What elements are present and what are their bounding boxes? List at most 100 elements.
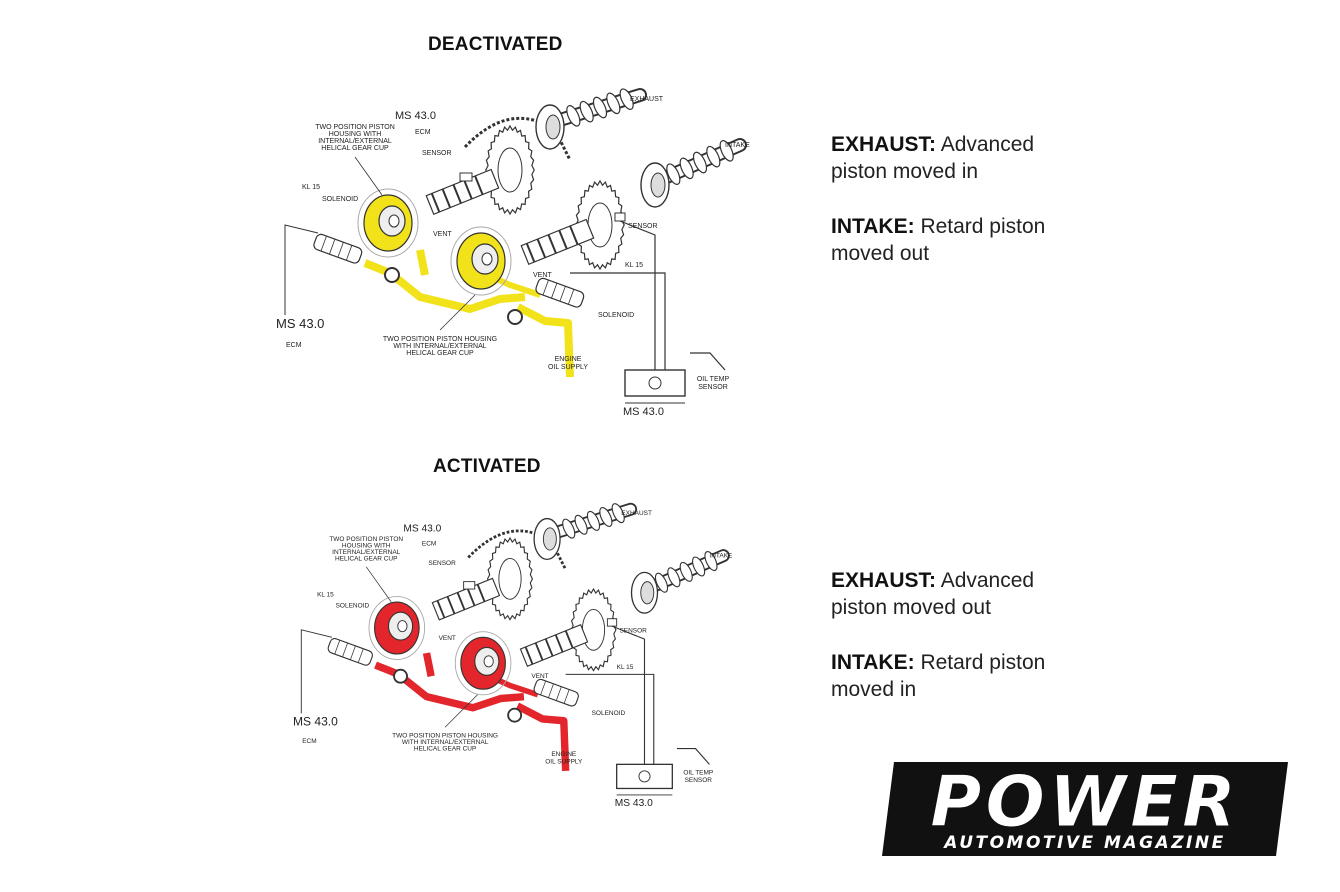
label-ms-left: MS 43.0	[276, 316, 324, 331]
label-sensor-a: SENSOR	[428, 560, 456, 567]
label-vent-a: VENT	[439, 635, 456, 642]
label-ecm-top: ECM	[415, 129, 431, 136]
roller-left	[393, 668, 408, 684]
sensor-b-shape	[614, 212, 626, 222]
label-solenoid-left: SOLENOID	[322, 196, 358, 203]
exhaust-camshaft	[553, 88, 647, 127]
label-ms-top: MS 43.0	[403, 524, 441, 535]
piston-housing-intake	[450, 226, 512, 296]
intake-sprocket	[570, 587, 617, 672]
panel-title-activated: ACTIVATED	[433, 456, 541, 477]
solenoid-left	[327, 638, 373, 666]
exhaust-camshaft	[549, 502, 638, 539]
solenoid-right	[535, 277, 585, 308]
sensor-a-shape	[459, 172, 473, 182]
panel-title-deactivated: DEACTIVATED	[428, 34, 563, 55]
piston-housing-exhaust	[357, 188, 419, 258]
label-vent-b: VENT	[531, 673, 548, 680]
label-exhaust: EXHAUST	[621, 510, 652, 517]
label-intake: INTAKE	[725, 142, 750, 149]
exhaust-flange	[533, 517, 561, 561]
solenoid-right	[533, 678, 579, 707]
label-vent-a: VENT	[433, 231, 452, 238]
leader-piston-bottom	[439, 294, 476, 331]
wire-sensor-b	[619, 220, 656, 370]
exhaust-flange	[535, 104, 565, 150]
label-ms-left: MS 43.0	[293, 714, 338, 728]
label-sensor-b: SENSOR	[628, 223, 658, 230]
oil-supply-line	[515, 702, 570, 771]
exhaust-gear-shaft	[425, 168, 500, 216]
label-vent-b: VENT	[533, 272, 552, 279]
intake-camshaft	[642, 549, 730, 595]
leader-piston-top	[354, 156, 383, 196]
logo-main-text: POWER	[930, 761, 1240, 843]
roller-right	[507, 309, 523, 325]
label-kl15-left: KL 15	[302, 184, 320, 191]
power-magazine-logo: POWER AUTOMOTIVE MAGAZINE	[882, 761, 1288, 856]
intake-camshaft	[653, 138, 747, 187]
label-ecm-left: ECM	[286, 342, 302, 349]
sensor-a-shape	[463, 581, 476, 590]
exhaust-gear-shaft	[431, 577, 501, 621]
leader-piston-bottom	[444, 694, 478, 728]
label-sensor-a: SENSOR	[422, 150, 452, 157]
label-sensor-b: SENSOR	[619, 628, 647, 635]
exhaust-sprocket	[486, 536, 534, 621]
intake-flange	[640, 162, 670, 208]
wire-left-ecm	[300, 629, 333, 714]
label-ms-bottom: MS 43.0	[623, 406, 664, 418]
logo-sub-text: AUTOMOTIVE MAGAZINE	[942, 833, 1225, 853]
solenoid-left	[313, 233, 363, 264]
wire-left-ecm	[284, 224, 319, 315]
sensor-b-shape	[606, 618, 618, 627]
label-ecm-left: ECM	[302, 738, 316, 745]
intake-flange	[630, 571, 659, 614]
piston-housing-exhaust	[368, 596, 426, 660]
intake-gear-shaft	[519, 624, 589, 668]
roller-left	[384, 267, 400, 283]
piston-housing-intake	[454, 631, 512, 696]
wire-oil-temp	[690, 352, 726, 371]
wire-kl15	[570, 272, 666, 370]
wire-sensor-b	[611, 625, 646, 765]
wire-oil-temp	[676, 748, 710, 765]
leader-piston-top	[365, 566, 392, 603]
label-ms-bottom: MS 43.0	[615, 798, 653, 809]
oil-passage-riser	[416, 249, 429, 276]
roller-right	[507, 707, 523, 723]
label-solenoid-right: SOLENOID	[592, 710, 626, 717]
ecm-gauge-icon	[648, 376, 662, 390]
oil-supply-line	[516, 303, 574, 378]
exhaust-sprocket	[485, 124, 535, 216]
ecm-gauge-icon	[638, 770, 651, 783]
oil-passage-riser	[422, 652, 435, 677]
label-solenoid-left: SOLENOID	[336, 603, 370, 610]
label-ms-top: MS 43.0	[395, 110, 436, 122]
label-kl15-right: KL 15	[625, 262, 643, 269]
label-ecm-top: ECM	[422, 540, 436, 547]
label-solenoid-right: SOLENOID	[598, 312, 634, 319]
intake-gear-shaft	[520, 218, 595, 266]
label-kl15-right: KL 15	[617, 664, 634, 671]
label-intake: INTAKE	[709, 553, 733, 560]
wire-kl15	[565, 673, 655, 765]
